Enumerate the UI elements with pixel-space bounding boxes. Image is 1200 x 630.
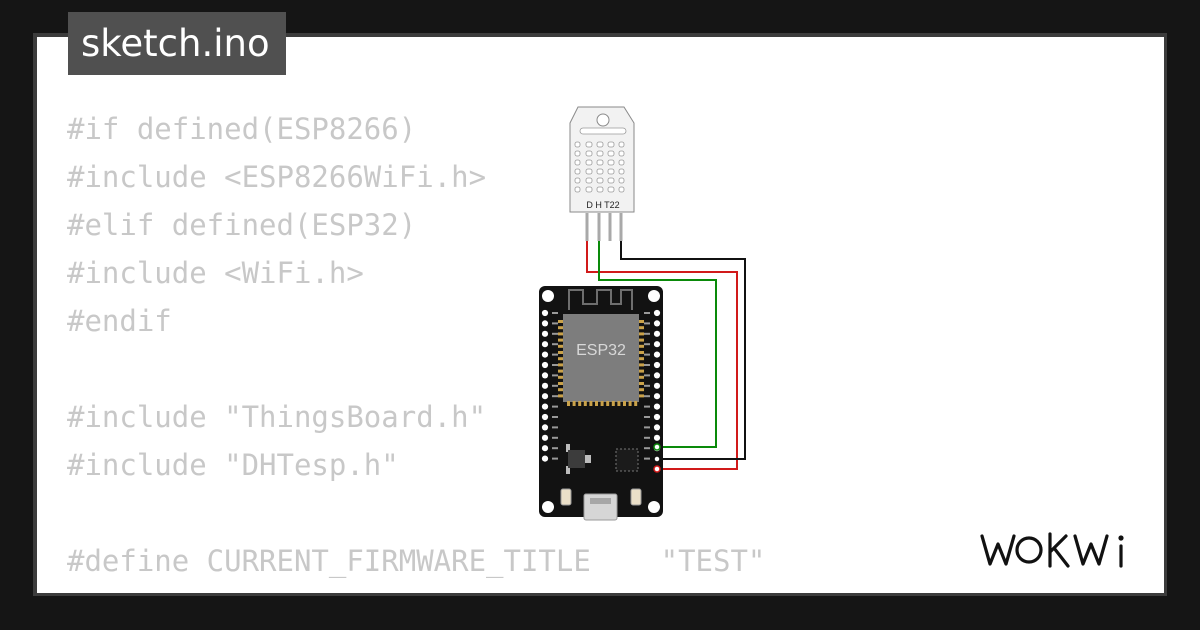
esp32-board[interactable]: ESP32 [539,286,663,521]
esp32-module [563,314,639,402]
power-wire[interactable] [586,240,738,470]
voltage-regulator [566,444,591,474]
sensor-pins [585,213,623,241]
en-button[interactable] [560,488,572,506]
wokwi-logo [980,532,1124,568]
usb-chip [615,448,639,472]
code-line: #include <ESP8266WiFi.h> [67,160,487,194]
code-line: #define CURRENT_FIRMWARE_VERSION "1.0.0" [67,585,783,593]
module-pads [558,320,644,406]
dht22-sensor[interactable]: D H T22 [569,106,635,241]
code-editor: #if defined(ESP8266) #include <ESP8266WiF… [67,105,783,593]
file-tab[interactable]: sketch.ino [68,12,286,75]
code-line: #include <WiFi.h> [67,256,364,290]
code-line: #include "DHTesp.h" [67,448,399,482]
code-line: #endif [67,304,172,338]
data-wire[interactable] [598,240,717,448]
micro-usb-port[interactable] [583,493,618,521]
ground-wire[interactable] [620,240,746,460]
antenna-trace [568,289,633,310]
board-label: ESP32 [576,342,626,359]
boot-button[interactable] [630,488,642,506]
sensor-label: D H T22 [586,200,619,210]
sensor-vent-grid [574,141,625,193]
code-line: #define CURRENT_FIRMWARE_TITLE "TEST" [67,544,766,578]
code-line: #include "ThingsBoard.h" [67,400,487,434]
code-line: #if defined(ESP8266) [67,112,417,146]
wire-endpoints [653,443,661,473]
code-line: #elif defined(ESP32) [67,208,417,242]
wires [586,240,746,470]
